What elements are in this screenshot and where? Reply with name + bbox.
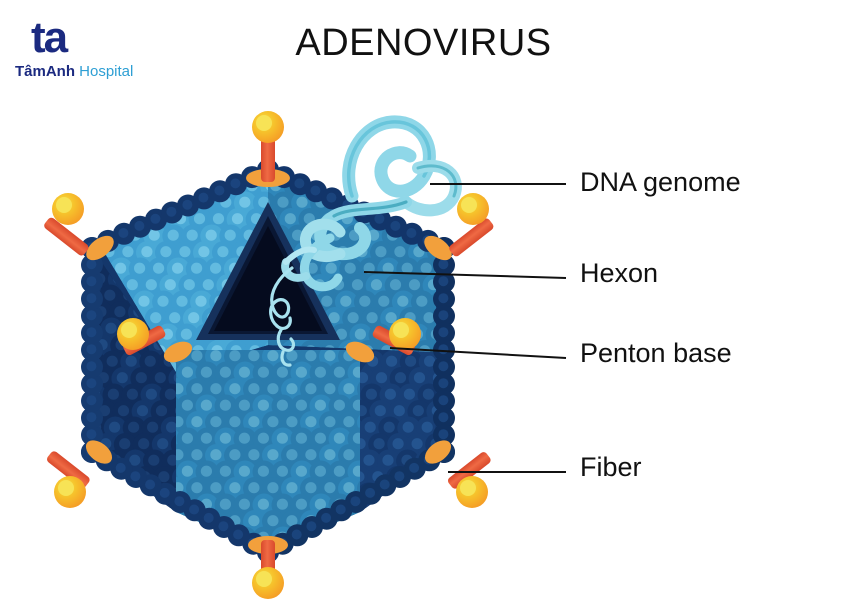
capsid-cavity	[196, 202, 340, 340]
label-fiber: Fiber	[580, 452, 642, 482]
penton-base-upper-right	[424, 235, 452, 261]
fiber-knob-highlight-top	[256, 115, 272, 131]
fiber-knob-highlight-mid-left	[121, 322, 137, 338]
fiber-mid-left	[117, 318, 193, 363]
fiber-bottom	[248, 536, 288, 599]
label-penton-base: Penton base	[580, 338, 732, 368]
fiber-upper-right	[424, 193, 494, 261]
fiber-shaft-lower-right	[448, 452, 491, 489]
fiber-knob-highlight-bottom	[256, 571, 272, 587]
page-title: ADENOVIRUS	[295, 22, 552, 64]
penton-base-lower-left	[85, 440, 113, 464]
fiber-group	[44, 111, 494, 599]
fiber-upper-left	[44, 193, 114, 261]
fiber-knob-highlight-upper-right	[461, 197, 477, 213]
label-dna-genome: DNA genome	[580, 167, 741, 197]
fiber-lower-right	[424, 440, 491, 508]
fiber-knob-highlight-mid-right	[393, 322, 409, 338]
logo-name-primary: TâmAnh	[15, 63, 75, 80]
dna-genome-ribbon	[269, 115, 462, 367]
leader-line-penton-base	[389, 347, 567, 359]
penton-base-mid-right	[345, 341, 375, 363]
fiber-mid-right	[345, 318, 421, 363]
fiber-lower-left	[47, 440, 113, 508]
leader-lines	[363, 183, 567, 473]
leader-line-hexon	[363, 271, 567, 279]
logo-name-secondary: Hospital	[75, 63, 134, 80]
label-hexon: Hexon	[580, 258, 659, 288]
fiber-shaft-upper-left	[44, 217, 89, 256]
fiber-knob-highlight-lower-left	[58, 480, 74, 496]
fiber-shaft-upper-right	[449, 218, 494, 257]
logo-monogram-icon: ta	[31, 13, 68, 62]
penton-base-mid-left	[163, 341, 193, 363]
capsid	[81, 159, 455, 563]
fiber-top	[246, 111, 290, 187]
penton-base-lower-right	[424, 440, 452, 464]
capsid-facet-front	[176, 350, 360, 552]
fiber-knob-highlight-upper-left	[56, 197, 72, 213]
penton-base-upper-left	[86, 235, 114, 261]
logo-wordmark: TâmAnh Hospital	[15, 64, 133, 79]
fiber-knob-highlight-lower-right	[460, 480, 476, 496]
tamanh-hospital-logo: ta TâmAnh Hospital	[14, 16, 144, 82]
